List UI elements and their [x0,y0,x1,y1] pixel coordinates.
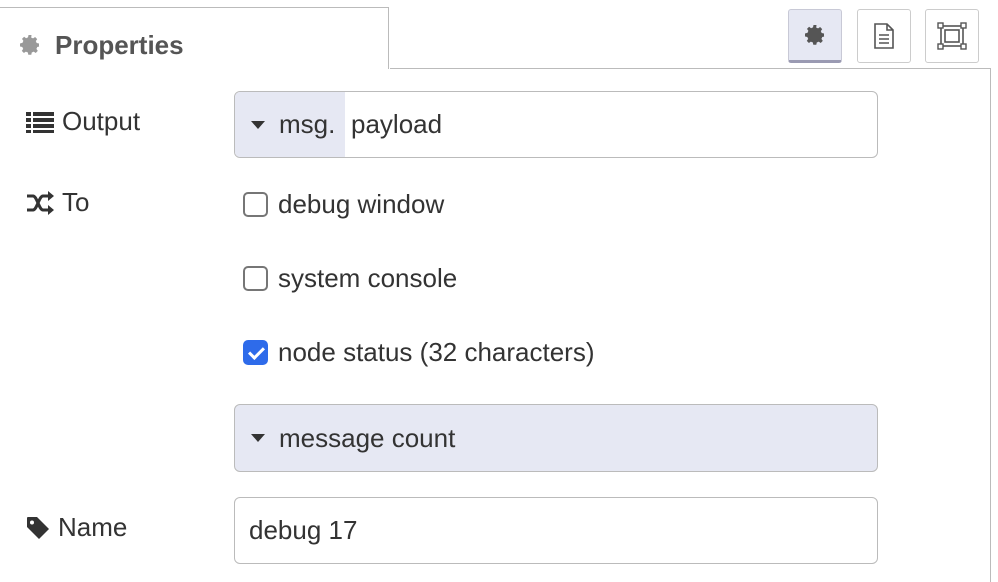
to-label-row: To [26,187,89,218]
status-type-select[interactable]: message count [234,404,878,472]
tab-bar-divider [390,68,990,69]
appearance-tab-button[interactable] [925,9,979,63]
settings-tab-button[interactable] [788,9,842,63]
name-input[interactable] [234,497,878,564]
system-console-row: system console [243,263,457,294]
system-console-checkbox[interactable] [243,266,268,291]
shuffle-icon [27,190,54,215]
gear-icon [805,25,825,45]
output-type-label: msg. [279,109,336,139]
to-label: To [62,187,90,217]
tab-properties-label: Properties [55,30,184,60]
list-icon [26,111,54,133]
status-type-value: message count [279,422,456,453]
frame-icon [937,22,967,50]
document-icon [874,23,894,49]
system-console-label: system console [278,263,458,293]
name-label: Name [58,512,128,542]
description-tab-button[interactable] [857,9,911,63]
gear-icon [20,35,40,55]
node-status-checkbox[interactable] [243,340,268,365]
output-label: Output [62,106,141,136]
tab-bar: Properties [0,0,998,70]
caret-down-icon [251,434,265,442]
debug-window-checkbox[interactable] [243,192,268,217]
debug-window-label: debug window [278,189,445,219]
node-status-row: node status (32 characters) [243,337,595,368]
tag-icon [27,516,49,539]
output-label-row: Output [26,106,140,137]
output-typed-input: msg. payload [234,91,878,158]
node-status-label: node status (32 characters) [278,337,595,367]
output-value-input[interactable]: payload [351,109,443,139]
tab-properties[interactable]: Properties [0,7,389,69]
caret-down-icon [251,120,265,129]
panel-border [990,68,991,582]
debug-window-row: debug window [243,189,444,220]
output-type-select[interactable]: msg. [235,92,345,157]
name-label-row: Name [26,512,127,543]
